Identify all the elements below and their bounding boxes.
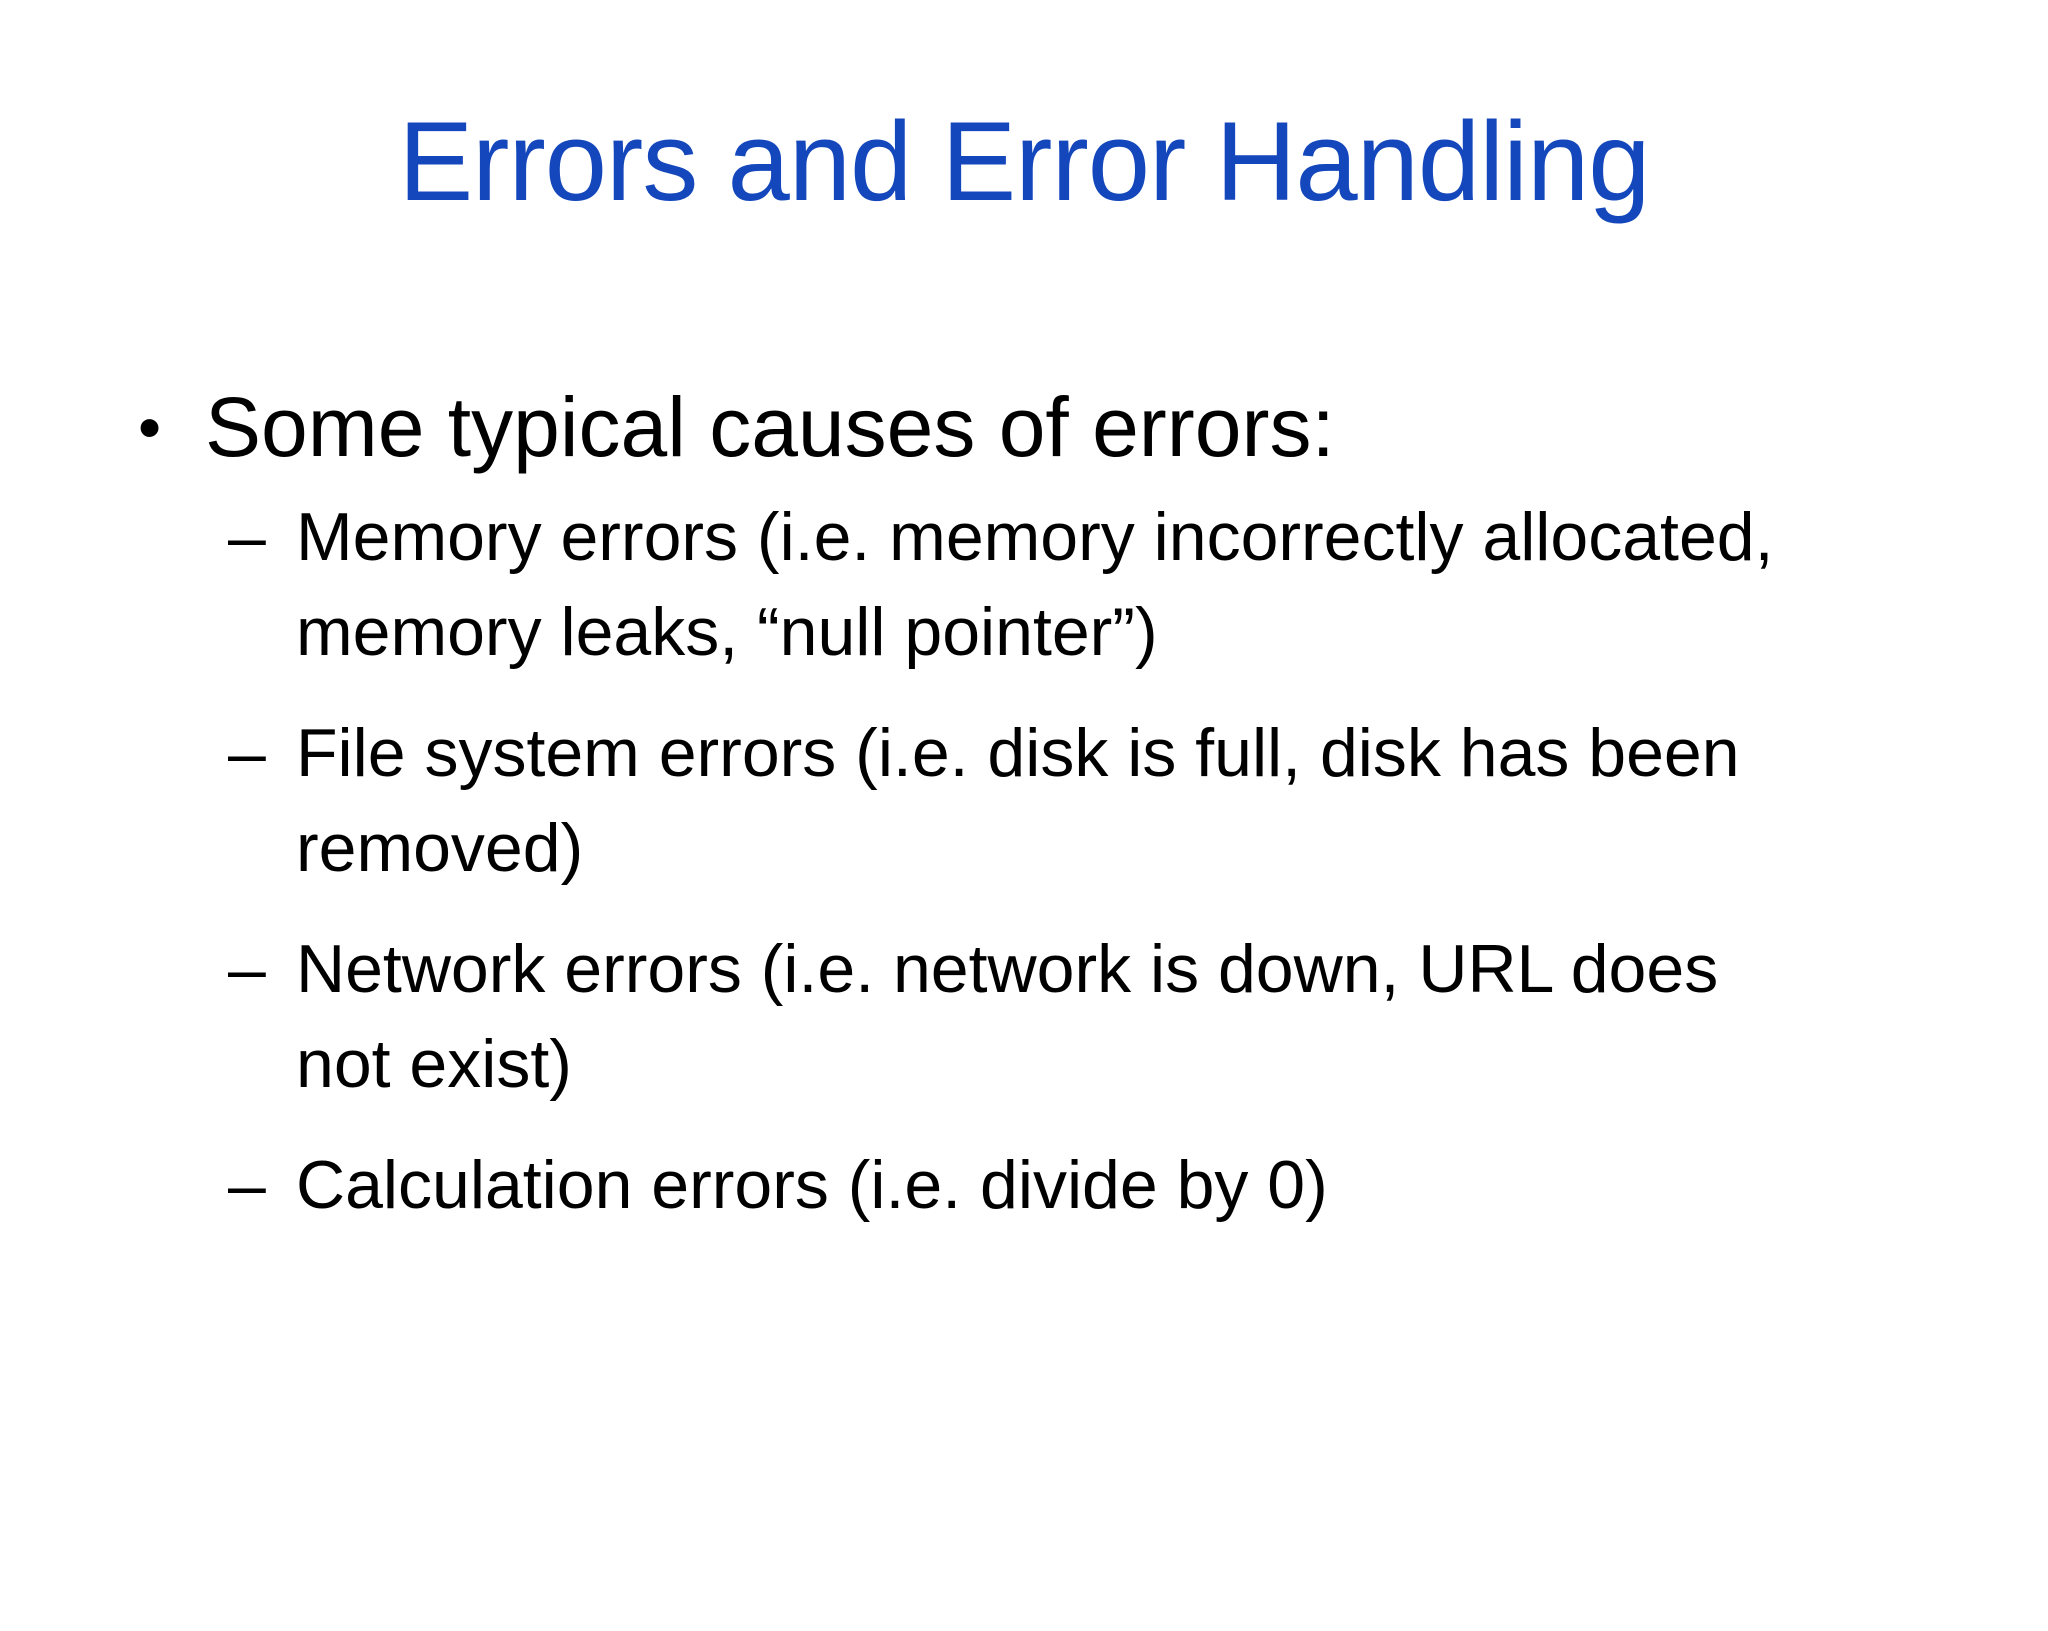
bullet-dot-icon: • — [138, 390, 162, 465]
sub-bullet-text: Memory errors (i.e. memory incorrectly a… — [296, 490, 1773, 680]
text-line: Calculation errors (i.e. divide by 0) — [296, 1147, 1328, 1224]
sub-bullet-filesystem: – File system errors (i.e. disk is full,… — [228, 706, 2048, 896]
presentation-slide: Errors and Error Handling • Some typical… — [0, 95, 2048, 1631]
text-line: not exist) — [296, 1026, 572, 1103]
main-bullet-row: • Some typical causes of errors: — [138, 375, 2048, 480]
sub-bullet-list: – Memory errors (i.e. memory incorrectly… — [0, 490, 2048, 1233]
text-line: Memory errors (i.e. memory incorrectly a… — [296, 499, 1774, 576]
dash-bullet-icon: – — [228, 499, 266, 576]
text-line: removed) — [296, 810, 584, 887]
sub-bullet-memory: – Memory errors (i.e. memory incorrectly… — [228, 490, 2048, 680]
text-line: File system errors (i.e. disk is full, d… — [296, 715, 1740, 792]
dash-bullet-icon: – — [228, 1147, 266, 1224]
text-line: memory leaks, “null pointer”) — [296, 594, 1158, 671]
sub-bullet-text: Calculation errors (i.e. divide by 0) — [296, 1138, 1328, 1233]
sub-bullet-network: – Network errors (i.e. network is down, … — [228, 922, 2048, 1112]
sub-bullet-text: Network errors (i.e. network is down, UR… — [296, 922, 1718, 1112]
text-line: Network errors (i.e. network is down, UR… — [296, 931, 1719, 1008]
sub-bullet-calculation: – Calculation errors (i.e. divide by 0) — [228, 1138, 2048, 1233]
sub-bullet-text: File system errors (i.e. disk is full, d… — [296, 706, 1740, 896]
slide-body: • Some typical causes of errors: – Memor… — [0, 375, 2048, 1233]
main-bullet-text: Some typical causes of errors: — [205, 380, 1335, 475]
slide-title: Errors and Error Handling — [398, 99, 1650, 224]
dash-bullet-icon: – — [228, 715, 266, 792]
dash-bullet-icon: – — [228, 931, 266, 1008]
